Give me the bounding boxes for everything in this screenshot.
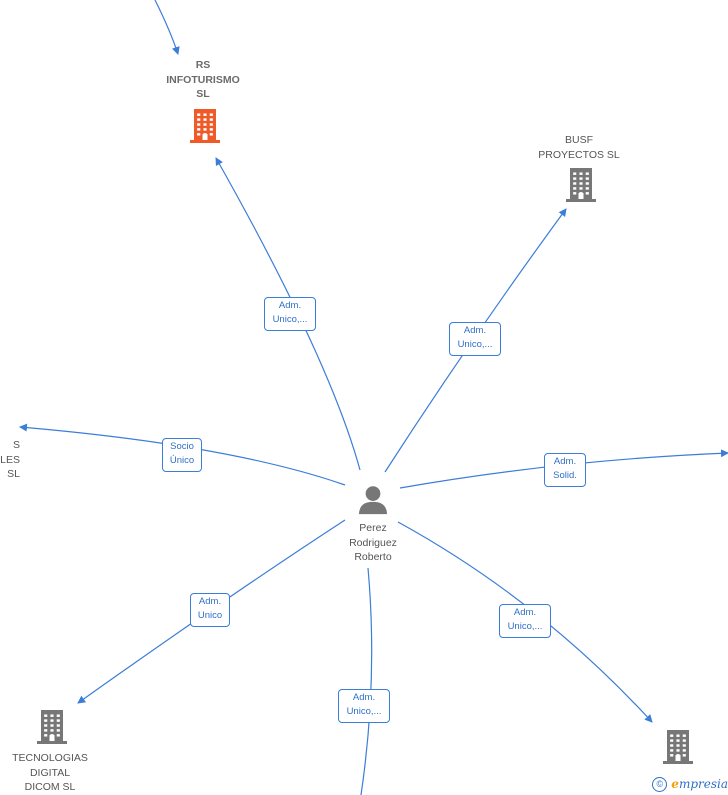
building-icon[interactable] [190,109,220,143]
edge-label-line: Unico,... [507,621,543,632]
edge-label-tecno[interactable]: Adm. Unico [190,593,230,627]
edge-label-right[interactable]: Adm. Solid. [544,453,586,487]
edge-label-line: Único [169,455,195,466]
node-label-line: RS [195,59,211,71]
edge-top [154,0,180,55]
building-icon[interactable] [566,168,596,202]
node-label-line: INFOTURISMO [166,73,240,86]
edge-label-line: Adm. [198,596,222,607]
edge-label-line: Unico,... [457,339,493,350]
empresia-watermark: © empresia [652,775,728,793]
edge-label-busf[interactable]: Adm. Unico,... [449,322,501,356]
brand-logo: empresia [671,777,728,791]
edge-label-line: Unico,... [272,314,308,325]
node-label-busf[interactable]: BUSF PROYECTOS SL [519,133,639,162]
building-icon[interactable] [37,710,67,744]
node-label-rs[interactable]: RS INFOTURISMO SL [143,58,263,102]
node-label-line: TECNOLOGIAS [12,752,88,764]
node-label-line: SL [7,468,20,480]
edge-label-line: Unico,... [346,706,382,717]
edge-bottom [360,567,373,795]
edge-label-bottom[interactable]: Adm. Unico,... [338,689,390,723]
node-label-line: BUSF [564,134,593,146]
edge-label-line: Adm. [553,456,577,467]
edge-label-line: Adm. [278,300,302,311]
person-icon[interactable] [358,486,388,515]
node-label-line: DIGITAL [29,766,71,779]
building-icon[interactable] [663,730,693,764]
center-person-label-line: Perez [359,522,387,534]
edge-label-line: Solid. [553,470,577,481]
center-person-label-line: Roberto [354,551,392,563]
node-label-line: S [12,439,20,451]
node-label-line: PROYECTOS SL [538,148,620,161]
node-label-line: DICOM SL [24,781,76,793]
copyright-icon: © [652,776,668,792]
edge-label-line: Adm. [513,607,537,618]
node-label-line: LES [0,453,20,466]
edge-label-line: Unico [197,610,223,621]
edge-label-br[interactable]: Adm. Unico,... [499,604,551,638]
center-person-label-line: Rodriguez [349,536,397,549]
edge-rs [215,157,361,471]
node-label-left[interactable]: S LES SL [0,438,20,482]
edge-label-line: Adm. [352,692,376,703]
edge-label-line: Socio [170,441,194,452]
edge-label-line: Adm. [463,325,487,336]
edge-label-rs[interactable]: Adm. Unico,... [264,297,316,331]
node-label-tecno[interactable]: TECNOLOGIAS DIGITAL DICOM SL [0,751,110,795]
node-label-line: SL [196,88,210,100]
edge-left [19,423,346,486]
